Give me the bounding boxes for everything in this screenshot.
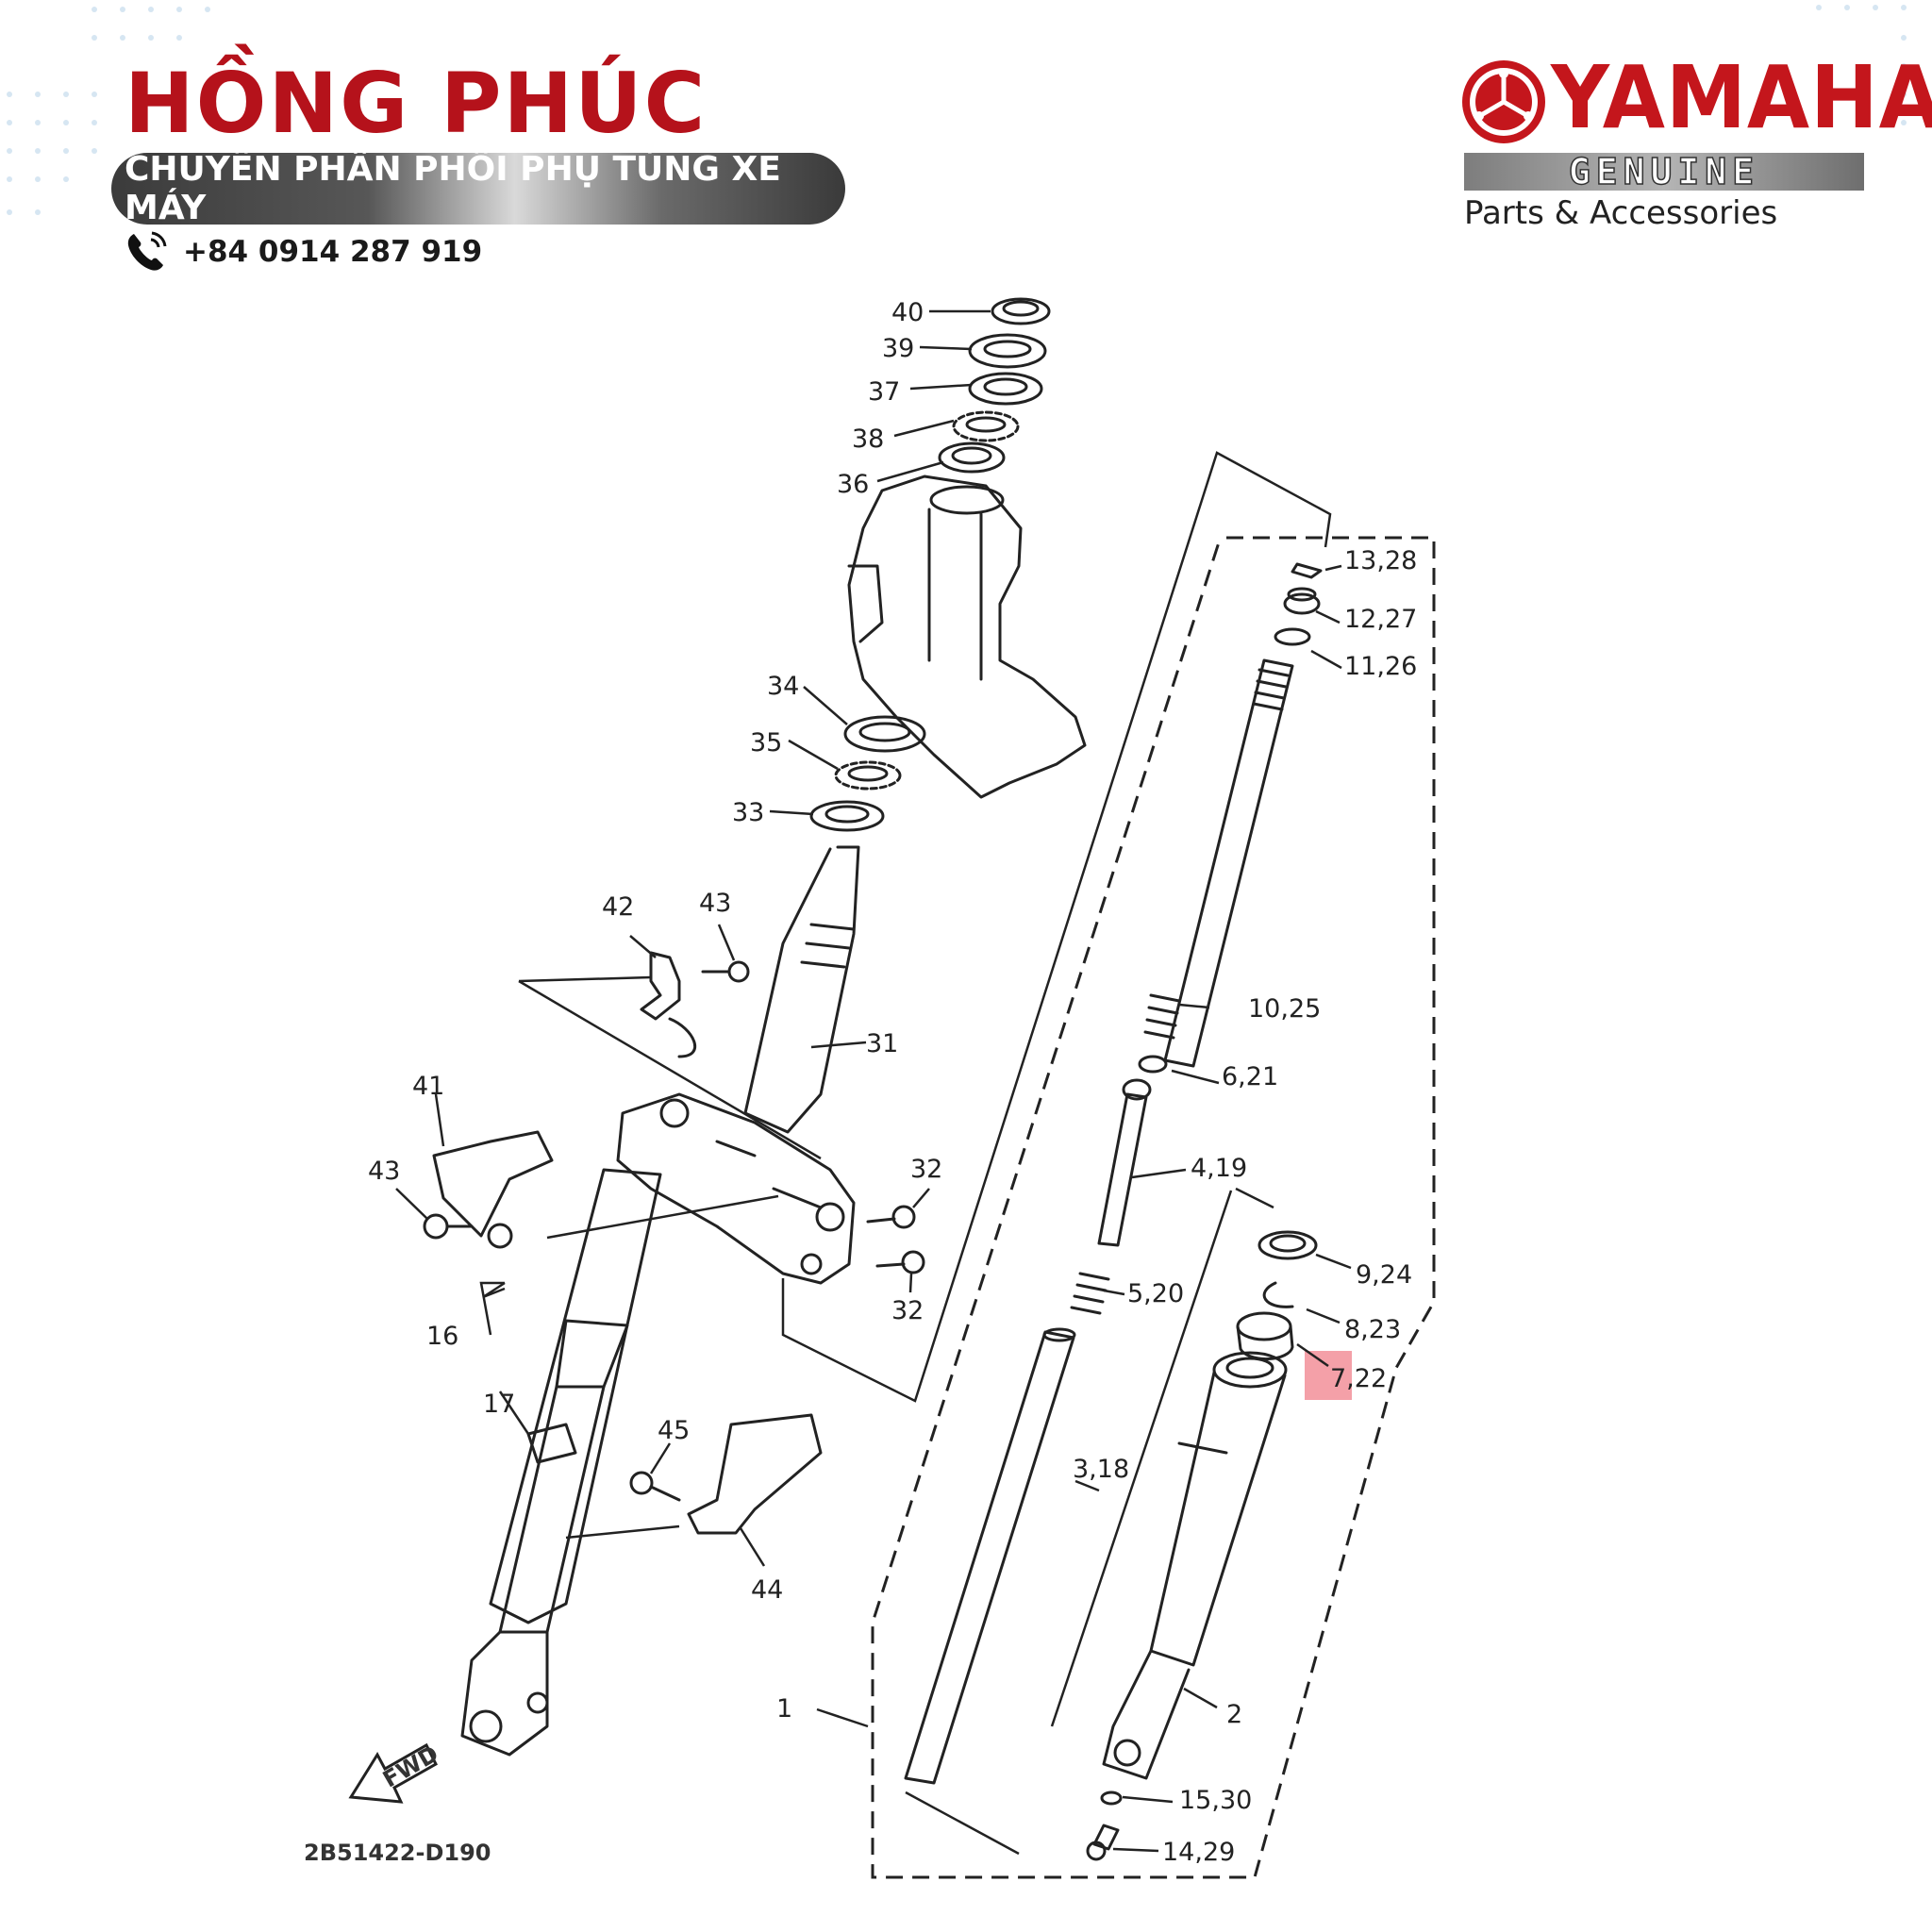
- callout-7-22: 7,22: [1330, 1364, 1387, 1393]
- yamaha-genuine-logo: YAMAHA GENUINE Parts & Accessories: [1453, 55, 1932, 234]
- tagline-text: CHUYÊN PHÂN PHỐI PHỤ TÙNG XE MÁY: [125, 150, 781, 227]
- callout-45: 45: [658, 1416, 690, 1445]
- callout-38: 38: [852, 425, 884, 454]
- callout-4-19: 4,19: [1191, 1154, 1247, 1183]
- genuine-banner: GENUINE: [1464, 153, 1864, 191]
- callout-43-left: 43: [368, 1157, 400, 1186]
- fwd-label: FWD: [378, 1740, 442, 1793]
- callout-43-top: 43: [699, 889, 731, 918]
- diagram-code: 2B51422-D190: [304, 1840, 491, 1866]
- callout-33: 33: [732, 798, 764, 827]
- callout-1: 1: [776, 1694, 792, 1724]
- callout-16: 16: [426, 1322, 458, 1351]
- callout-34: 34: [767, 672, 799, 701]
- genuine-text: GENUINE: [1568, 151, 1760, 192]
- callout-32-bottom: 32: [891, 1296, 924, 1325]
- fork-assembly-outline: [871, 536, 1436, 1879]
- callout-35: 35: [750, 728, 782, 758]
- callout-8-23: 8,23: [1344, 1315, 1401, 1344]
- callout-31: 31: [866, 1029, 898, 1058]
- callout-11-26: 11,26: [1344, 652, 1417, 681]
- tagline-banner: CHUYÊN PHÂN PHỐI PHỤ TÙNG XE MÁY: [111, 150, 845, 227]
- phone-contact[interactable]: +84 0914 287 919: [123, 228, 482, 275]
- callout-42: 42: [602, 892, 634, 922]
- callout-36: 36: [837, 470, 869, 499]
- brand-name: HỒNG PHÚC: [125, 55, 708, 152]
- callout-32-top: 32: [910, 1155, 942, 1184]
- callout-13-28: 13,28: [1344, 546, 1417, 575]
- yamaha-tuning-fork-icon: [1462, 60, 1545, 143]
- callout-40: 40: [891, 298, 924, 327]
- fwd-arrow-icon: FWD: [348, 1740, 442, 1804]
- callout-44: 44: [751, 1575, 783, 1605]
- callout-5-20: 5,20: [1127, 1279, 1184, 1308]
- callout-37: 37: [868, 377, 900, 407]
- callout-2: 2: [1226, 1700, 1242, 1729]
- dot-pattern-right: [1816, 5, 1907, 125]
- callout-14-29: 14,29: [1162, 1838, 1235, 1867]
- callout-3-18: 3,18: [1073, 1455, 1129, 1484]
- callout-12-27: 12,27: [1344, 605, 1417, 634]
- dot-pattern-left: [7, 7, 210, 215]
- phone-number: +84 0914 287 919: [183, 235, 483, 269]
- callout-6-21: 6,21: [1222, 1062, 1278, 1091]
- callout-10-25: 10,25: [1248, 994, 1321, 1024]
- parts-accessories-text: Parts & Accessories: [1464, 194, 1778, 232]
- highlight-7-22: [1305, 1351, 1352, 1400]
- callout-9-24: 9,24: [1356, 1260, 1412, 1290]
- phone-icon: [127, 231, 167, 271]
- yamaha-wordmark: YAMAHA: [1551, 47, 1932, 148]
- callout-41: 41: [412, 1072, 444, 1101]
- callout-39: 39: [882, 334, 914, 363]
- callout-17: 17: [483, 1390, 515, 1419]
- callout-15-30: 15,30: [1179, 1786, 1252, 1815]
